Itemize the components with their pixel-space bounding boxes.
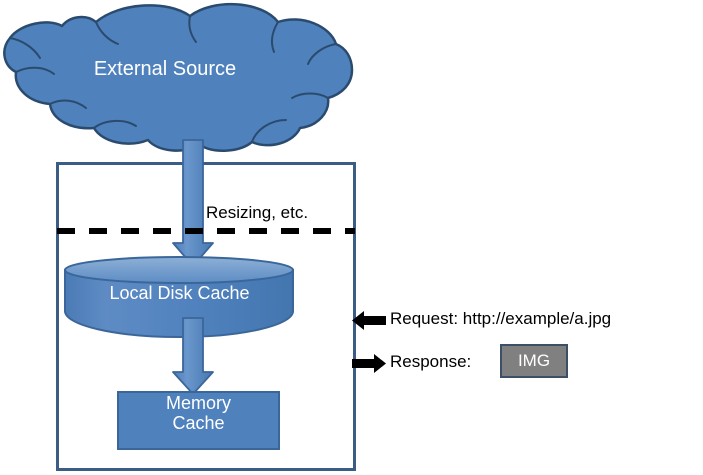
memory-cache-label-line1: Memory xyxy=(165,393,231,413)
external-source-label: External Source xyxy=(93,58,237,80)
external-source-cloud xyxy=(3,2,354,152)
local-disk-cache-cylinder xyxy=(64,256,294,338)
memory-cache-rect xyxy=(117,391,280,450)
response-label: Response: xyxy=(390,352,472,371)
arrow-cloud-to-disk xyxy=(172,139,214,267)
memory-cache-label-line2: Cache xyxy=(172,412,225,433)
arrow-disk-to-memory xyxy=(172,317,214,395)
local-disk-cache-label: Local Disk Cache xyxy=(109,283,250,303)
system-boundary-rect xyxy=(56,162,356,471)
request-label: Request: http://example/a.jpg xyxy=(390,309,612,328)
img-badge: IMG xyxy=(500,344,568,378)
response-arrow-icon xyxy=(352,354,386,373)
resizing-annotation-label: Resizing, etc. xyxy=(206,203,309,222)
memory-cache-label: Memory Cache xyxy=(117,393,280,434)
request-arrow-icon xyxy=(352,311,386,330)
